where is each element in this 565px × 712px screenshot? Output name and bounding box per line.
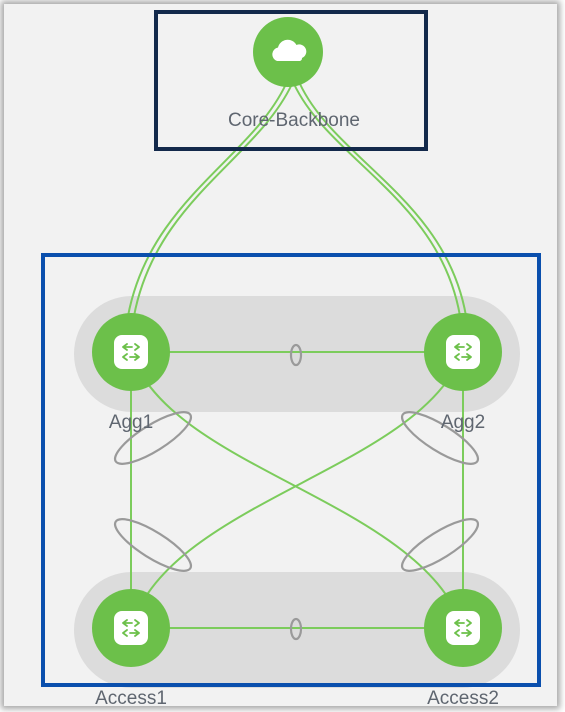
campus-site-box bbox=[41, 253, 541, 687]
core-backbone-node[interactable] bbox=[253, 17, 323, 87]
access1-node[interactable] bbox=[92, 589, 170, 667]
access-group-band bbox=[74, 572, 520, 688]
agg2-bundle-ring bbox=[400, 411, 480, 465]
core-backbone-label: Core-Backbone bbox=[227, 110, 361, 131]
access2-bundle-ring bbox=[400, 518, 480, 572]
agg2-node[interactable] bbox=[424, 313, 502, 391]
core-agg1-link bbox=[127, 83, 293, 317]
agg-bundle-ring bbox=[289, 343, 303, 367]
access1-bundle-ring bbox=[113, 518, 193, 572]
access1-label: Access1 bbox=[95, 688, 167, 709]
switch-icon bbox=[114, 335, 148, 369]
core-agg2-link bbox=[293, 83, 467, 317]
agg1-bundle-ring bbox=[113, 411, 193, 465]
core-site-box bbox=[154, 10, 428, 151]
agg-group-band bbox=[74, 296, 520, 412]
access2-label: Access2 bbox=[427, 688, 499, 709]
switch-icon bbox=[446, 611, 480, 645]
switch-icon bbox=[114, 611, 148, 645]
agg1-node[interactable] bbox=[92, 313, 170, 391]
agg1-label: Agg1 bbox=[108, 412, 154, 433]
switch-icon bbox=[446, 335, 480, 369]
cloud-icon bbox=[272, 39, 307, 61]
access-bundle-ring bbox=[289, 617, 303, 641]
agg2-access1-link bbox=[130, 351, 464, 629]
access2-node[interactable] bbox=[424, 589, 502, 667]
agg2-label: Agg2 bbox=[440, 412, 486, 433]
